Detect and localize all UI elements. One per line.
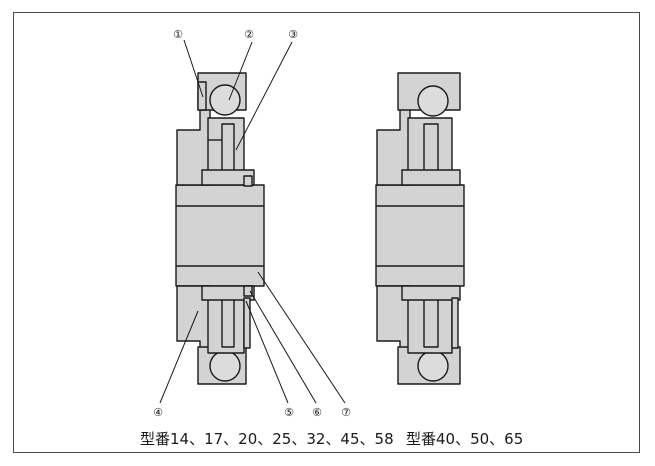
ball-bottom-right: [417, 350, 449, 382]
figure-frame: [13, 12, 640, 453]
callout-1: ①: [173, 28, 183, 41]
inner-race-right: [375, 184, 465, 287]
side-plate-bottom: [243, 297, 251, 349]
callout-5: ⑤: [284, 406, 294, 419]
callout-7: ⑦: [341, 406, 351, 419]
sprag-bottom: [221, 292, 235, 348]
leader-4: [159, 310, 199, 404]
side-plate-right: [451, 297, 459, 349]
ball-top-left: [209, 84, 241, 116]
retainer-top: [201, 169, 255, 186]
leader-1: [183, 39, 204, 98]
sprag-bottom-right: [423, 292, 439, 348]
callout-6: ⑥: [312, 406, 322, 419]
callout-2: ②: [244, 28, 254, 41]
caption-right-models: 型番40、50、65: [406, 430, 524, 448]
retainer-bottom: [201, 285, 255, 301]
assembly-left: [175, 72, 265, 385]
assembly-right: [375, 72, 465, 385]
snap-ring-bottom: [243, 285, 253, 297]
leader-7: [257, 271, 346, 404]
ball-bottom-left: [209, 350, 241, 382]
callouts: ① ② ③ ④ ⑤ ⑥ ⑦: [153, 28, 351, 419]
retainer-bottom-right: [401, 285, 461, 301]
leader-lines: [159, 39, 346, 404]
leader-2: [228, 41, 253, 101]
leader-3: [235, 41, 293, 151]
inner-race-left: [175, 184, 265, 287]
leader-6: [249, 290, 317, 404]
snap-ring-top: [243, 175, 253, 187]
callout-4: ④: [153, 406, 163, 419]
retainer-top-right: [401, 169, 461, 186]
caption-left-models: 型番14、17、20、25、32、45、58: [140, 430, 394, 448]
callout-3: ③: [288, 28, 298, 41]
ball-top-right: [417, 85, 449, 117]
leader-5: [245, 300, 289, 404]
